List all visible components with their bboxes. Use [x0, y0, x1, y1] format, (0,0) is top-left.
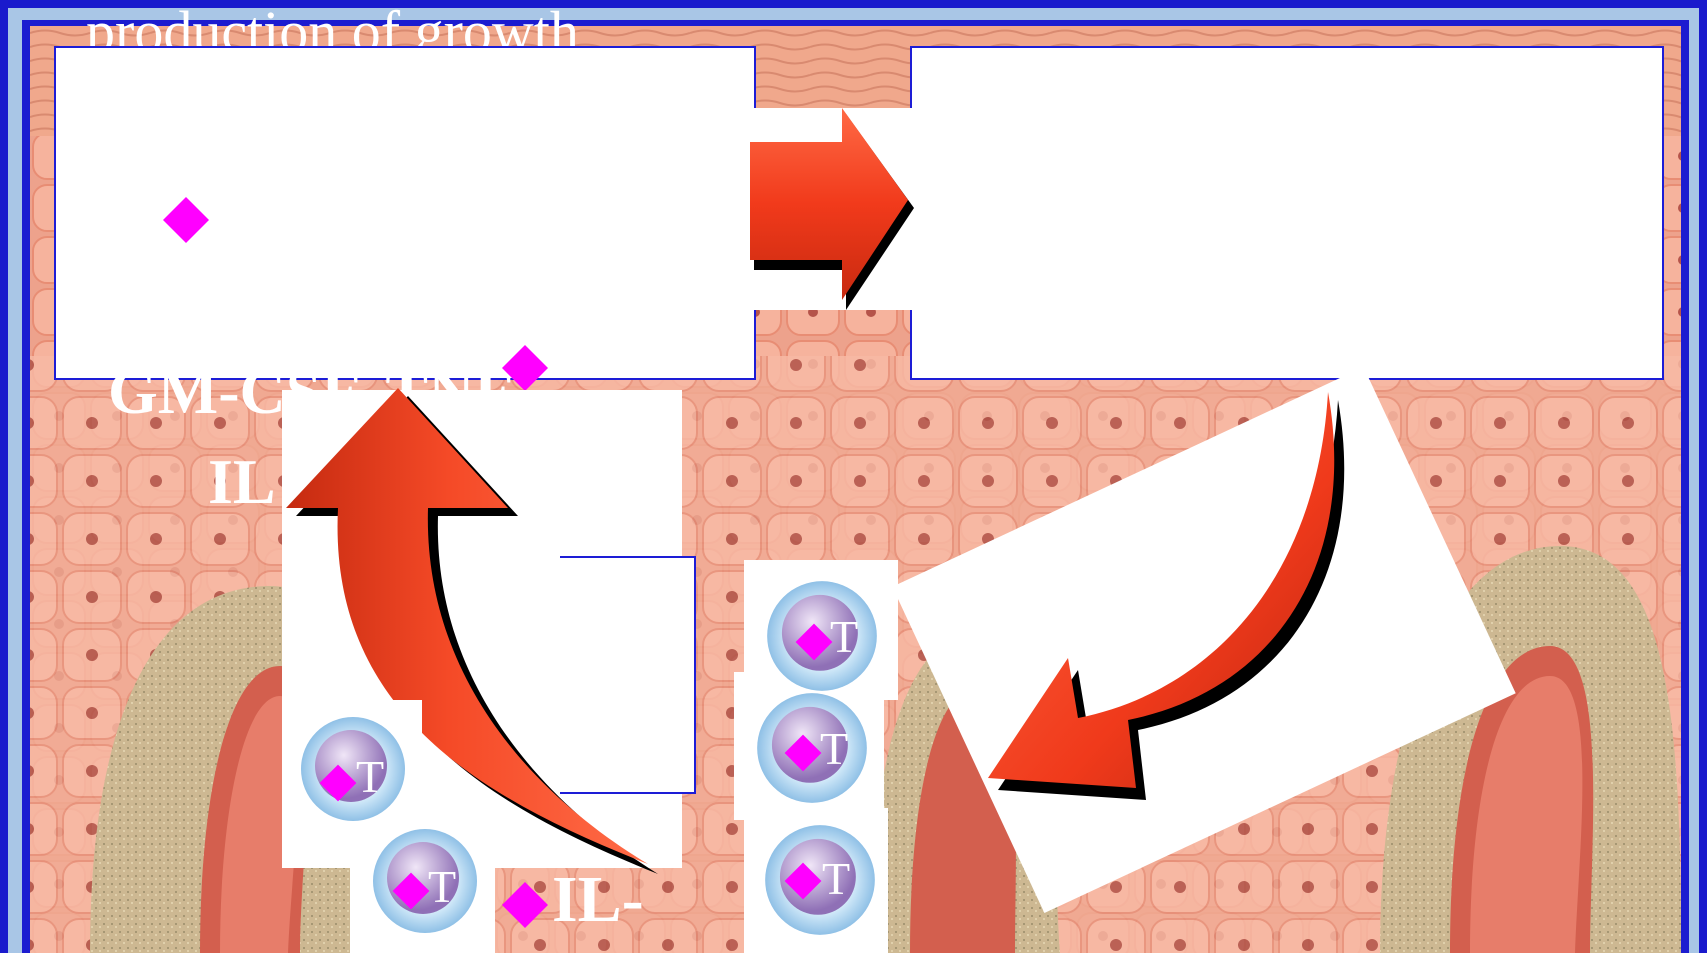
- diamond-bullet-icon: [783, 733, 823, 773]
- caption-il-partial: IL: [208, 445, 276, 519]
- t-cell-label: T: [820, 722, 848, 775]
- diamond-bullet-icon: [783, 861, 823, 901]
- diamond-bullet-icon: [318, 763, 358, 803]
- t-cell-label: T: [428, 860, 456, 913]
- curved-arrow-down-icon: [980, 392, 1420, 882]
- diamond-bullet-icon: [794, 622, 834, 662]
- caption-il-bottom: IL-: [552, 862, 644, 938]
- t-cell-label: T: [356, 750, 384, 803]
- t-cell-label: T: [830, 610, 858, 663]
- right-arrow-icon: [746, 104, 916, 314]
- diamond-bullet-icon: [500, 880, 550, 930]
- diamond-bullet-icon: [391, 871, 431, 911]
- top-left-box: [54, 46, 756, 380]
- t-cell-label: T: [822, 852, 850, 905]
- diamond-bullet-icon: [161, 195, 211, 245]
- top-right-box: [910, 46, 1664, 380]
